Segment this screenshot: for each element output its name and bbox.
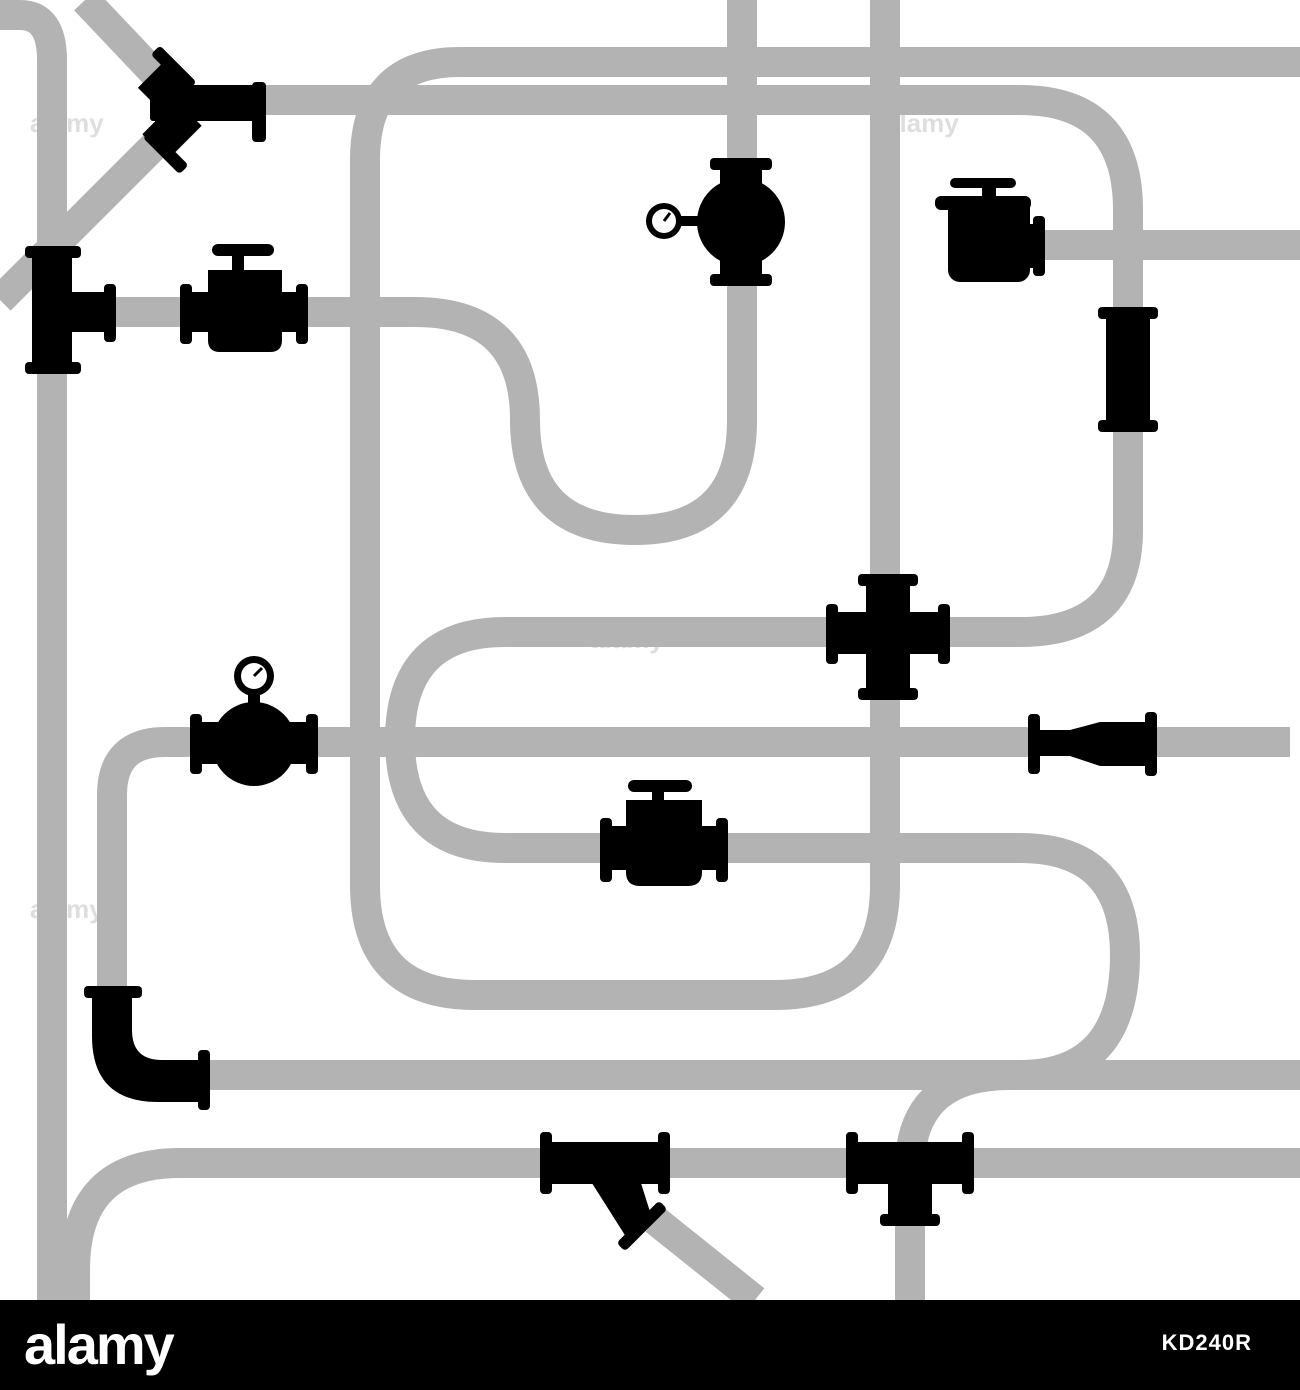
- pipe: [0, 124, 176, 311]
- pipe: [265, 85, 1143, 320]
- coupling-icon: [1098, 307, 1158, 432]
- pipe: [60, 1148, 545, 1300]
- strainer-icon: [935, 178, 1045, 282]
- pressure-gauge-valve-icon: [646, 158, 785, 286]
- pressure-gauge-valve-icon: [190, 656, 318, 786]
- watermark: alamy alamy alamy alamy: [30, 108, 959, 924]
- tee-fitting-icon: [25, 246, 116, 374]
- gate-valve-icon: [180, 244, 308, 352]
- fittings: [25, 47, 1158, 1250]
- gate-valve-icon: [600, 780, 728, 886]
- pipeline-diagram: alamy alamy alamy alamy: [0, 0, 1300, 1300]
- pipe: [0, 0, 67, 1300]
- alamy-logo: alamy: [24, 1313, 175, 1376]
- pipe: [895, 1060, 1300, 1162]
- pipe: [350, 0, 1300, 1010]
- pipe: [97, 727, 192, 990]
- wye-fitting-icon: [137, 47, 266, 173]
- elbow-fitting-icon: [84, 986, 210, 1110]
- pipeline-canvas: alamy alamy alamy alamy: [0, 0, 1300, 1300]
- pipe: [945, 428, 1143, 647]
- pipe: [305, 285, 757, 545]
- wye-fitting-icon: [540, 1132, 670, 1250]
- image-id-label: KD240R: [1161, 1330, 1252, 1355]
- cross-fitting-icon: [826, 574, 950, 700]
- reducer-icon: [1028, 712, 1157, 776]
- logo-text: alamy: [24, 1313, 175, 1376]
- footer-bar: alamy KD240R: [0, 1300, 1300, 1390]
- pipe: [645, 1208, 765, 1300]
- tee-fitting-icon: [846, 1132, 974, 1226]
